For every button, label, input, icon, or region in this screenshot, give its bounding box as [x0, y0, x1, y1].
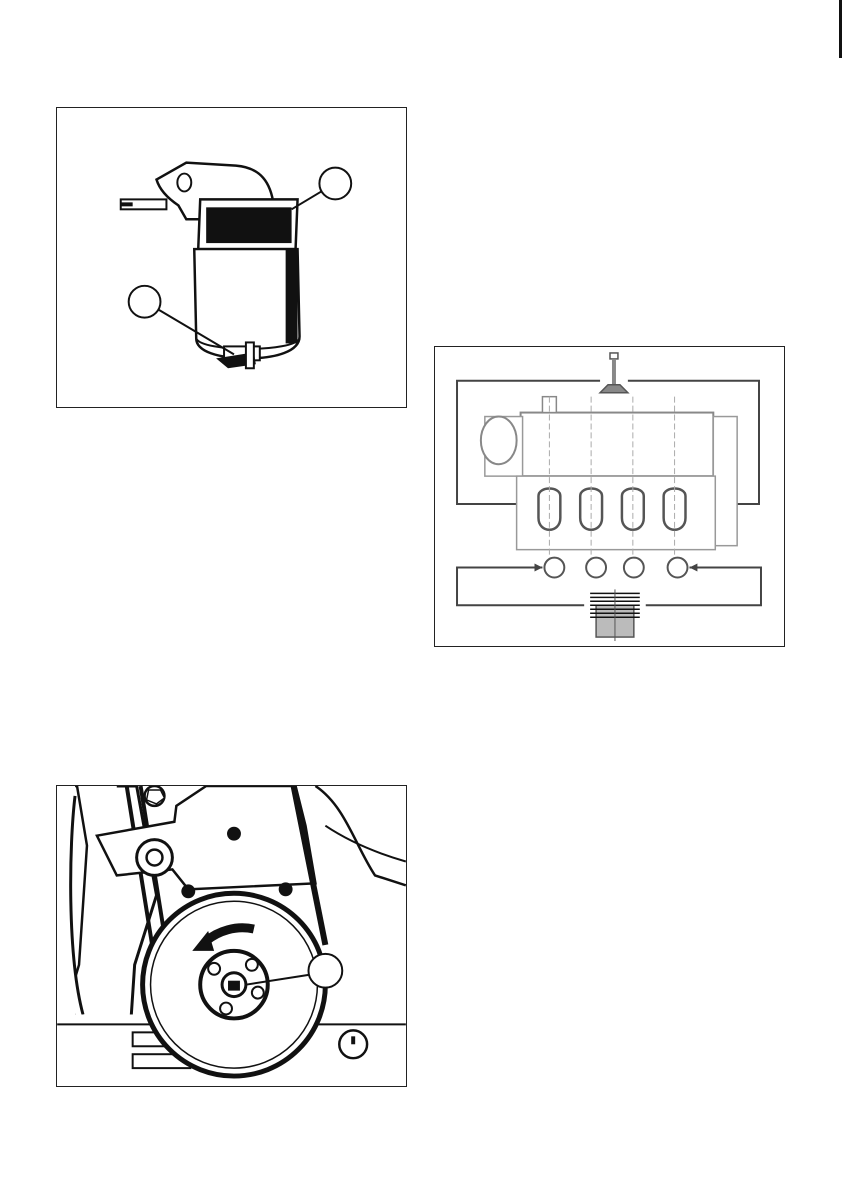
- valve-cylinder-diagram: [435, 347, 784, 646]
- callout-circle-2: [129, 286, 161, 318]
- fuel-filter-figure: [56, 107, 407, 408]
- feeler-gauge-icon: [590, 589, 640, 641]
- callout-circle-1: [319, 168, 351, 200]
- cylinder-circle-3: [624, 558, 644, 578]
- crankshaft-pulley-illustration: [57, 786, 406, 1086]
- cylinder-circle-4: [668, 558, 688, 578]
- crankshaft-pulley-figure: [56, 785, 407, 1087]
- valve-adjustment-diagram: [434, 346, 785, 647]
- fuel-filter-illustration: [57, 108, 406, 407]
- cylinder-circle-1: [544, 558, 564, 578]
- cylinder-circle-2: [586, 558, 606, 578]
- callout-circle-1: [308, 954, 342, 988]
- valve-icon: [600, 353, 628, 393]
